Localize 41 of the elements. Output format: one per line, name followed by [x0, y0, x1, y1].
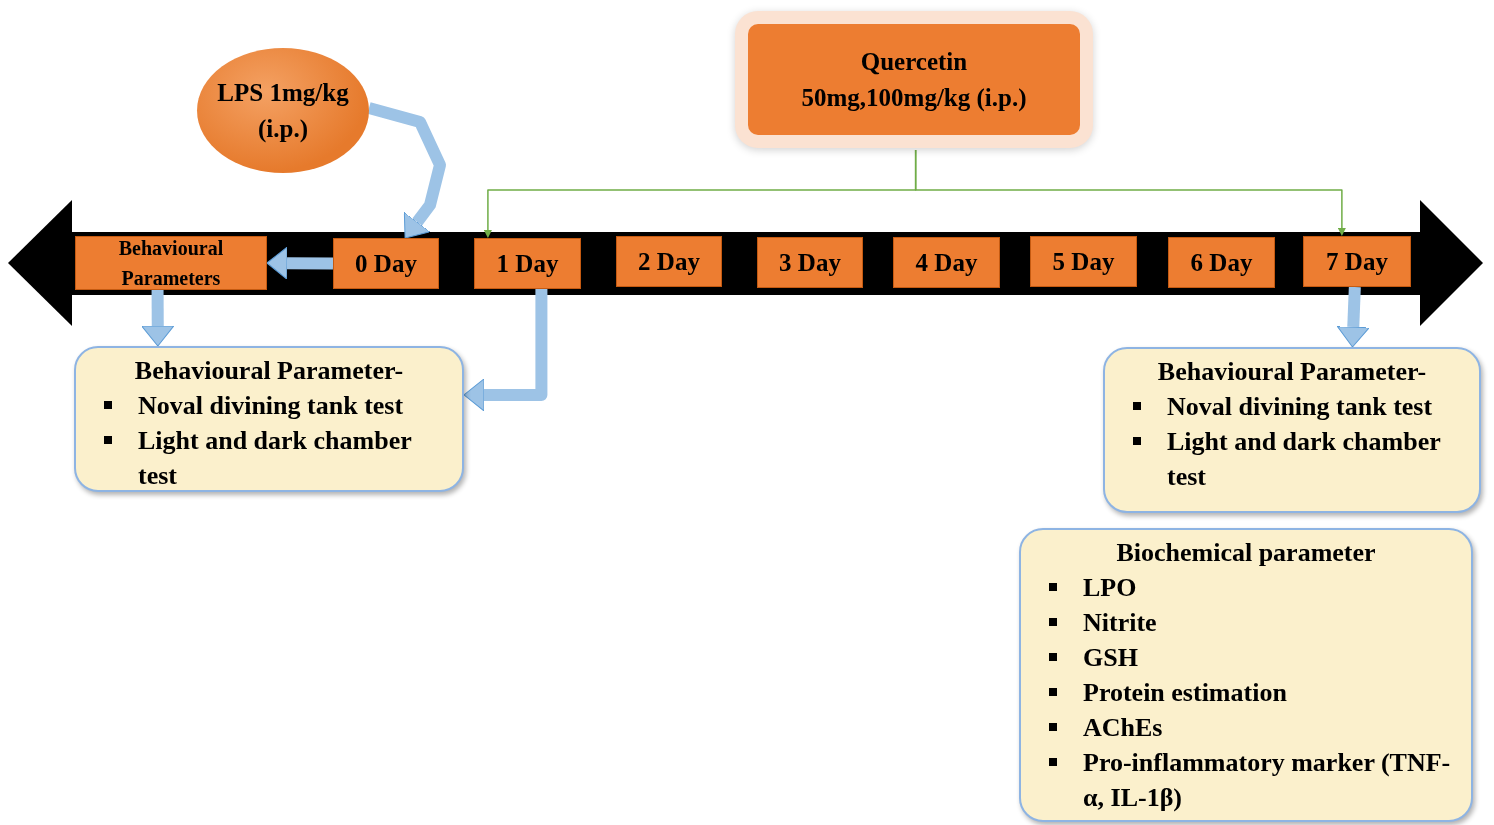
list-item: Noval divining tank test [1167, 391, 1433, 423]
arrow [914, 149, 1346, 236]
block-arrow [367, 102, 446, 239]
day-box [474, 238, 581, 289]
day-label: 0 Day [355, 249, 417, 278]
block-arrow [463, 289, 548, 412]
day-label: 6 Day [1190, 248, 1253, 277]
day-box [893, 237, 1000, 288]
day-label: 7 Day [1326, 247, 1388, 276]
day-box [1168, 237, 1275, 288]
card-heading: Biochemical parameter [1116, 537, 1376, 569]
list-item: Pro-inflammatory marker (TNF-α, IL-1β) [1083, 747, 1452, 814]
day-box [1030, 236, 1137, 287]
day-label: 3 Day [779, 248, 841, 277]
card-heading: Behavioural Parameter- [134, 355, 404, 387]
day-label: 4 Day [915, 248, 978, 277]
list-item: Protein estimation [1083, 677, 1287, 709]
list-item: Noval divining tank test [138, 390, 404, 422]
day-box [333, 238, 439, 289]
day-box [1303, 236, 1411, 287]
list-item: Light and dark chamber test [1167, 426, 1442, 493]
parameter-card [74, 346, 464, 492]
parameter-card [1103, 347, 1481, 513]
day-box [616, 236, 722, 287]
parameter-box [75, 236, 267, 290]
card-heading: Behavioural Parameter- [1157, 356, 1427, 388]
day-label: 5 Day [1052, 247, 1115, 276]
treatment-label: Quercetin 50mg,100mg/kg (i.p.) [800, 46, 1028, 114]
block-arrow [141, 289, 175, 347]
day-label: 2 Day [638, 247, 700, 276]
list-item: LPO [1083, 572, 1137, 604]
list-item: GSH [1083, 642, 1138, 674]
list-item: Nitrite [1083, 607, 1157, 639]
list-item: AChEs [1083, 712, 1163, 744]
parameter-card [1019, 528, 1473, 822]
dose-label: LPS 1mg/kg (i.p.) [217, 77, 349, 145]
day-box [757, 237, 863, 288]
list-item: Light and dark chamber test [138, 425, 413, 492]
parameter-label: Behavioural Parameters [117, 236, 225, 291]
block-arrow [266, 246, 334, 280]
day-label: 1 Day [496, 249, 559, 278]
